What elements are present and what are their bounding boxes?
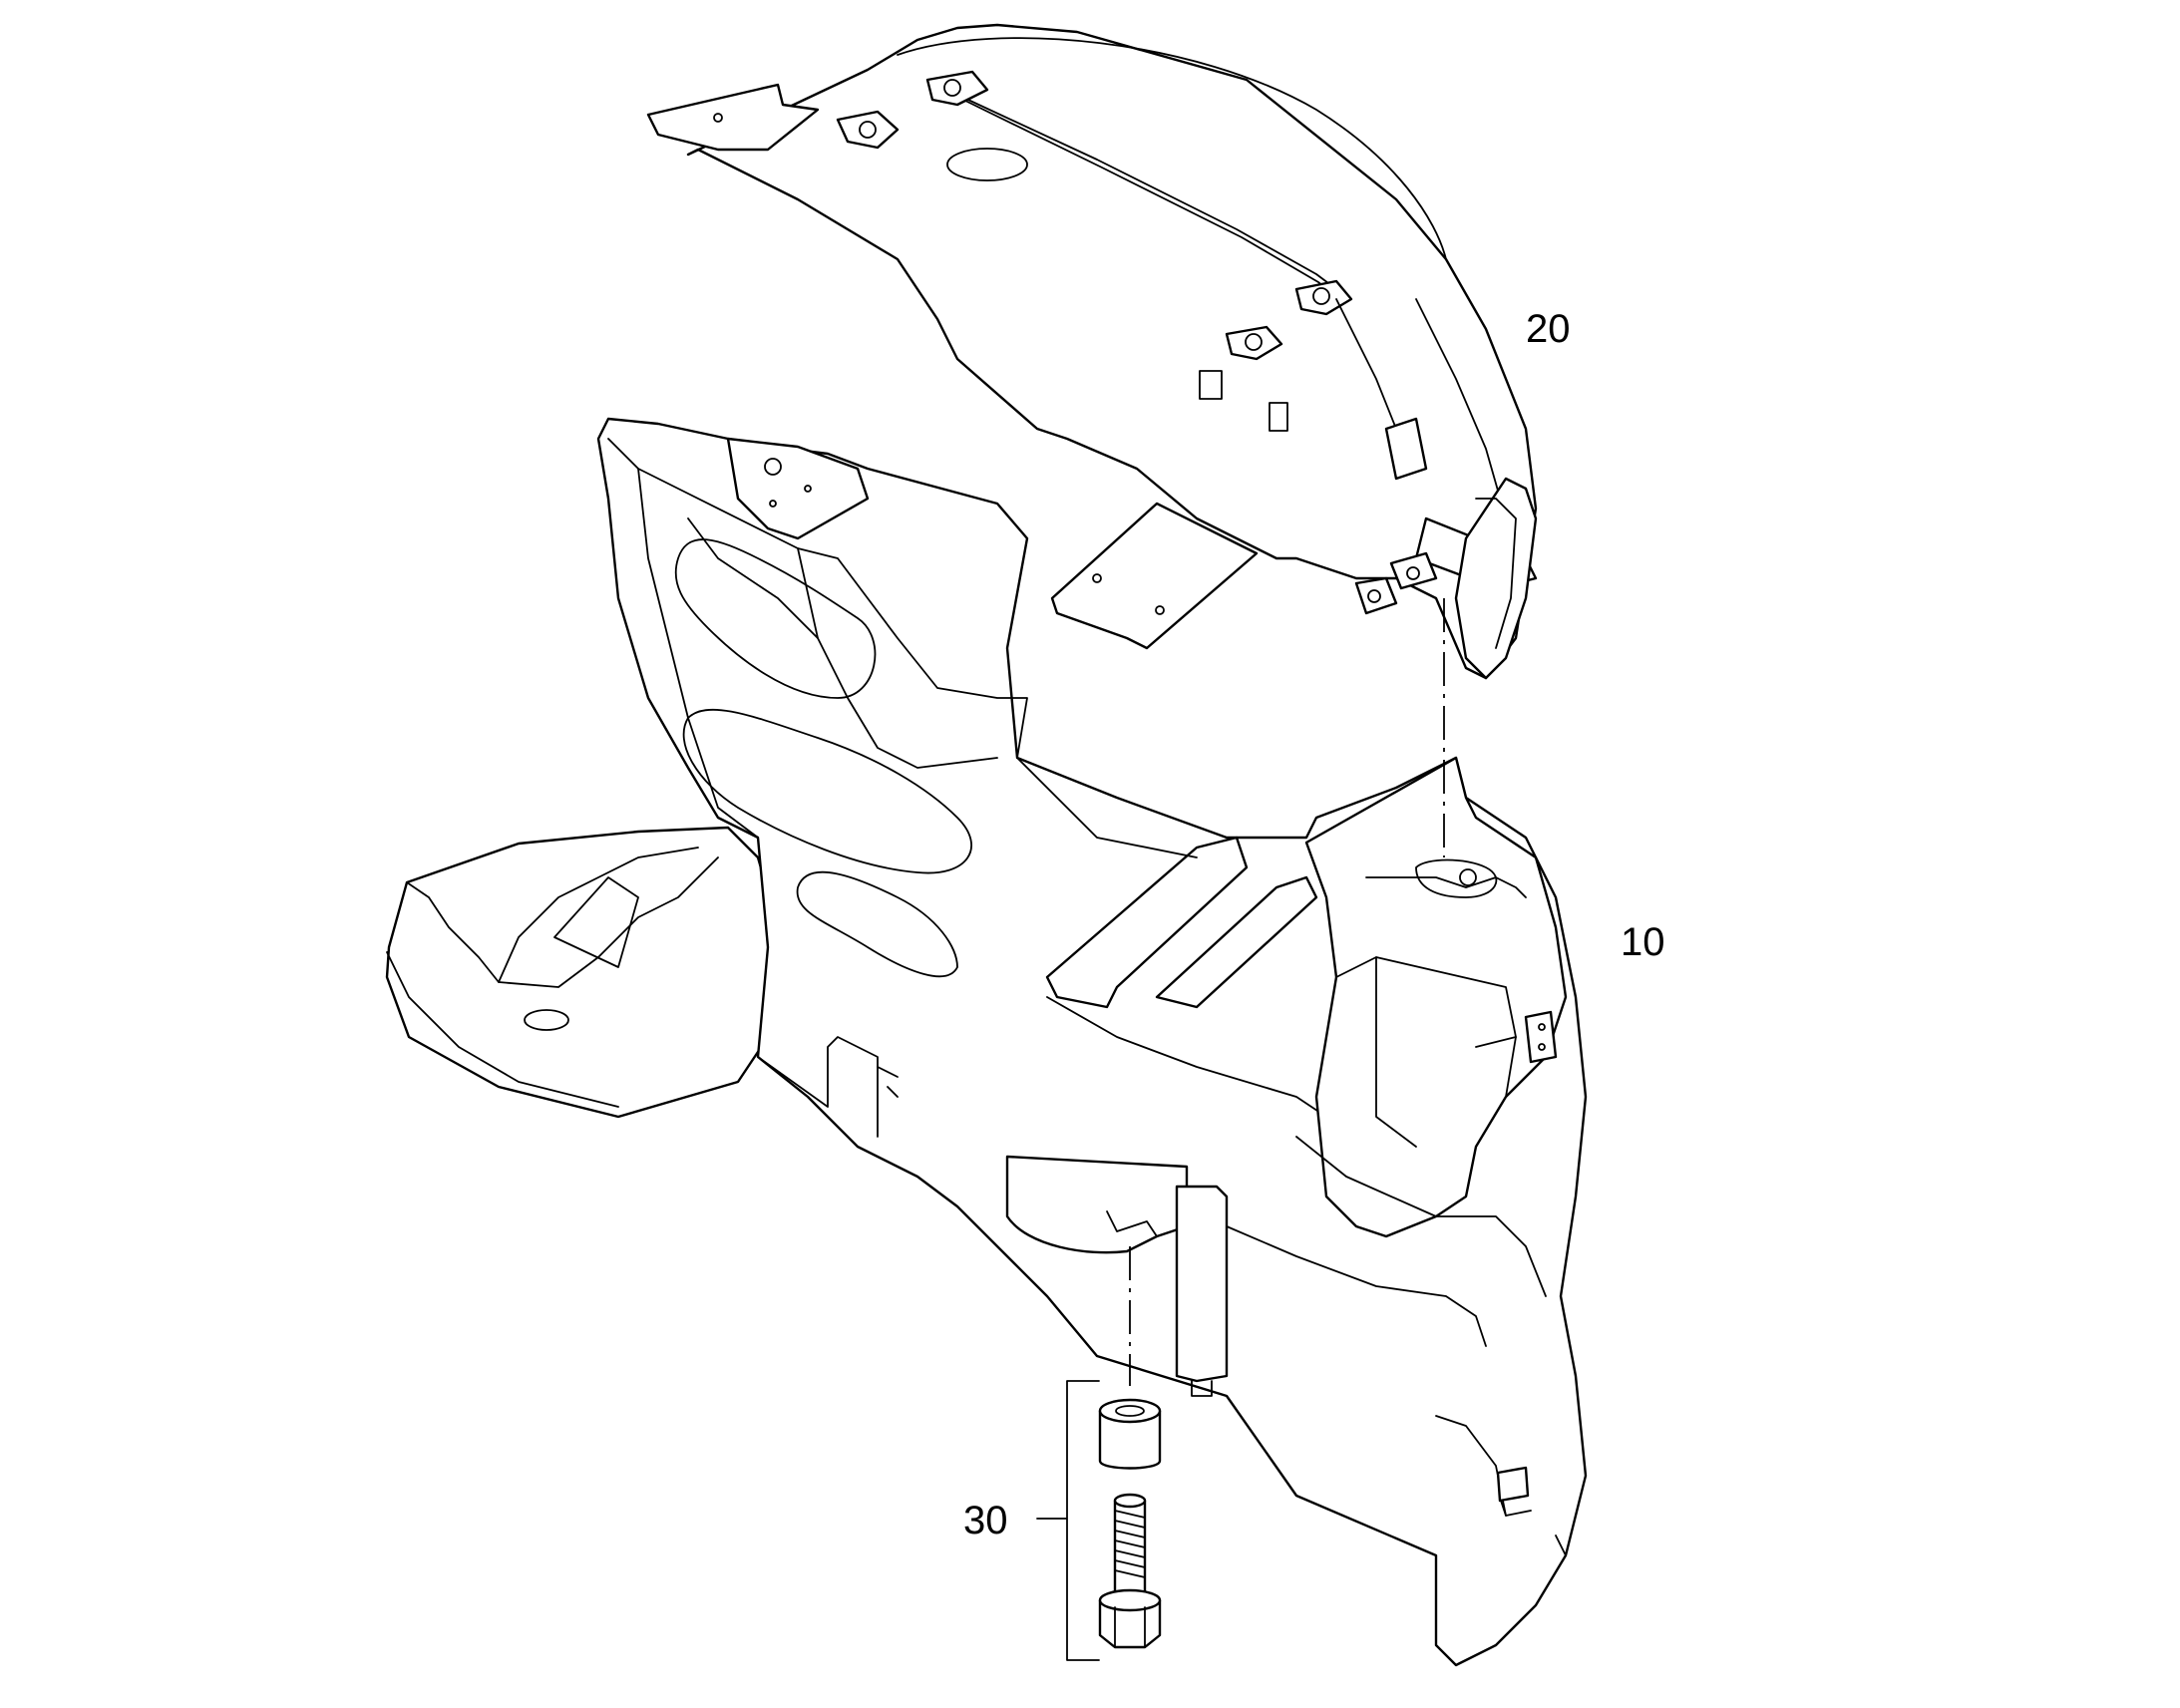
spacer-bushing (1098, 1409, 1162, 1470)
part-30-fastener (1036, 1380, 1162, 1661)
frame-cutout-3 (796, 870, 958, 978)
callout-20: 20 (1526, 307, 1571, 351)
frame-top-tab (726, 437, 870, 540)
cover-right-bracket (1384, 417, 1428, 481)
frame-bottom-mount (1496, 1466, 1530, 1503)
cover-mount-d (1225, 325, 1283, 361)
frame-vertical-post (1175, 1185, 1229, 1383)
frame-cutout-2 (682, 708, 972, 874)
part-20-cover (646, 23, 1538, 680)
frame-side-bracket (1524, 1010, 1558, 1064)
cover-left-bracket (646, 83, 820, 152)
cover-mount-a (925, 70, 989, 107)
frame-rib-2 (1155, 875, 1318, 1009)
cover-body (686, 23, 1538, 680)
cover-label-plate (1199, 370, 1223, 400)
frame-left-wing (385, 826, 790, 1119)
cover-round-hole (946, 148, 1028, 181)
callout-10: 10 (1621, 920, 1665, 964)
cover-hinge-1 (1354, 576, 1398, 615)
cover-base-plate (1050, 502, 1259, 650)
cover-hinge-2 (1389, 551, 1438, 590)
cover-warning-plate (1269, 402, 1288, 432)
cover-mount-b (836, 110, 900, 150)
frame-cutout-1 (674, 538, 877, 699)
frame-rib-1 (1045, 836, 1249, 1009)
part-10-frame (385, 417, 1588, 1667)
callout-30: 30 (963, 1499, 1008, 1542)
callout-30-bracket (1036, 1380, 1100, 1661)
frame-bottom-cylinder (1005, 1155, 1189, 1254)
bolt-shank (1113, 1499, 1147, 1602)
wing-hole (524, 1009, 569, 1031)
cover-mount-c (1294, 279, 1353, 316)
